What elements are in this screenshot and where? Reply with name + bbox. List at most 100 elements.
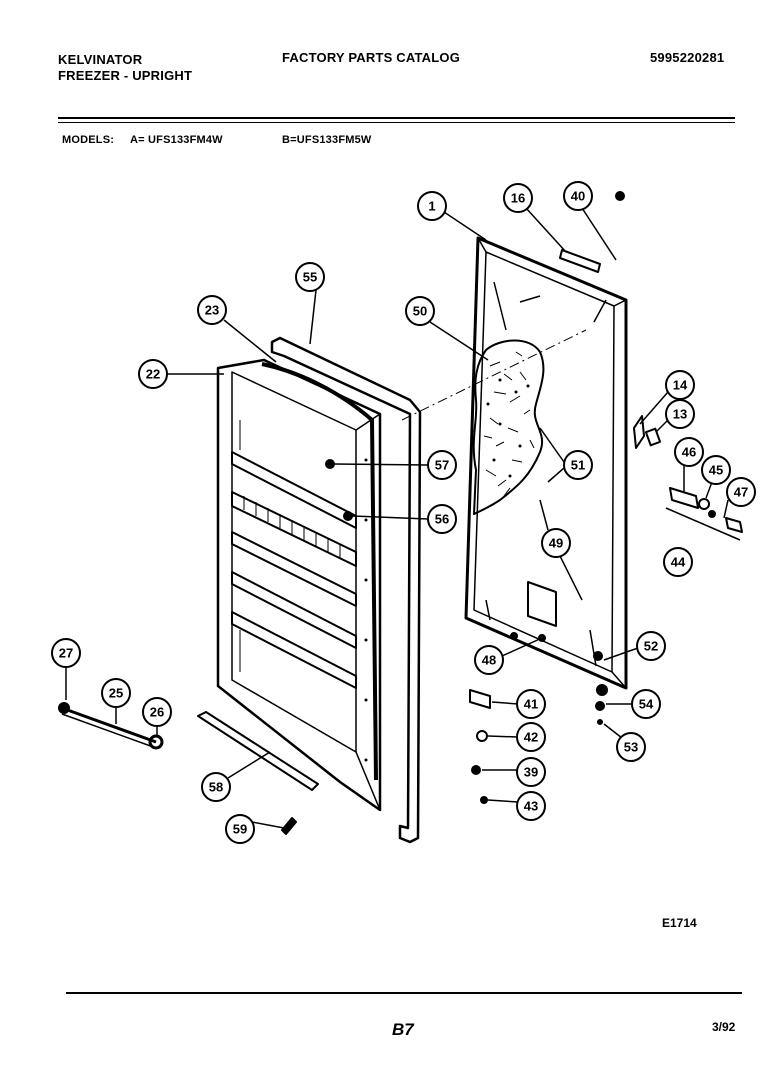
callout-circle bbox=[417, 191, 447, 221]
callout-number: 39 bbox=[524, 765, 538, 780]
header-rule-top bbox=[58, 117, 735, 119]
figure-code: E1714 bbox=[662, 916, 697, 930]
callout-40: 40 bbox=[563, 181, 593, 211]
insulation-block bbox=[472, 339, 545, 515]
callout-circle bbox=[563, 450, 593, 480]
callout-13: 13 bbox=[665, 399, 695, 429]
callout-46: 46 bbox=[674, 437, 704, 467]
callout-circle bbox=[665, 399, 695, 429]
callout-number: 14 bbox=[673, 378, 688, 393]
callout-number: 45 bbox=[709, 463, 723, 478]
callout-number: 49 bbox=[549, 536, 563, 551]
callout-circle bbox=[138, 359, 168, 389]
callout-circle bbox=[197, 295, 227, 325]
callout-49: 49 bbox=[541, 528, 571, 558]
callout-circle bbox=[405, 296, 435, 326]
callout-number: 41 bbox=[524, 697, 538, 712]
callout-number: 58 bbox=[209, 780, 223, 795]
callout-22: 22 bbox=[138, 359, 168, 389]
callout-14: 14 bbox=[665, 370, 695, 400]
callout-53: 53 bbox=[616, 732, 646, 762]
callout-42: 42 bbox=[516, 722, 546, 752]
callout-number: 46 bbox=[682, 445, 696, 460]
callout-number: 56 bbox=[435, 512, 449, 527]
catalog-number: 5995220281 bbox=[650, 50, 725, 65]
callout-number: 57 bbox=[435, 458, 449, 473]
callout-number: 59 bbox=[233, 822, 247, 837]
callout-circle bbox=[674, 437, 704, 467]
callout-number: 16 bbox=[511, 191, 525, 206]
callout-number: 26 bbox=[150, 705, 164, 720]
callout-47: 47 bbox=[726, 477, 756, 507]
callout-25: 25 bbox=[101, 678, 131, 708]
callout-circle bbox=[516, 689, 546, 719]
callout-circle bbox=[726, 477, 756, 507]
header-rule-bottom bbox=[58, 122, 735, 123]
callout-52: 52 bbox=[636, 631, 666, 661]
callout-circle bbox=[663, 547, 693, 577]
callout-circle bbox=[101, 678, 131, 708]
callout-number: 13 bbox=[673, 407, 687, 422]
outer-door-panel bbox=[464, 236, 628, 690]
callout-16: 16 bbox=[503, 183, 533, 213]
callout-circle bbox=[516, 722, 546, 752]
handle-bar bbox=[58, 702, 164, 750]
model-b: B=UFS133FM5W bbox=[282, 134, 372, 146]
callout-1: 1 bbox=[417, 191, 447, 221]
door-gasket bbox=[270, 336, 422, 844]
callout-50: 50 bbox=[405, 296, 435, 326]
callout-45: 45 bbox=[701, 455, 731, 485]
callout-circle bbox=[541, 528, 571, 558]
callout-number: 52 bbox=[644, 639, 658, 654]
callout-circle bbox=[51, 638, 81, 668]
callout-number: 47 bbox=[734, 485, 748, 500]
callout-circle bbox=[563, 181, 593, 211]
footer-rule bbox=[66, 992, 742, 994]
callout-48: 48 bbox=[474, 645, 504, 675]
callout-59: 59 bbox=[225, 814, 255, 844]
callout-54: 54 bbox=[631, 689, 661, 719]
revision-date: 3/92 bbox=[712, 1020, 736, 1034]
callout-39: 39 bbox=[516, 757, 546, 787]
callout-57: 57 bbox=[427, 450, 457, 480]
callout-55: 55 bbox=[295, 262, 325, 292]
callout-number: 22 bbox=[146, 367, 160, 382]
callout-circle bbox=[427, 504, 457, 534]
callout-23: 23 bbox=[197, 295, 227, 325]
callout-circle bbox=[516, 757, 546, 787]
callout-number: 40 bbox=[571, 189, 585, 204]
callout-58: 58 bbox=[201, 772, 231, 802]
alignment-line bbox=[401, 329, 587, 421]
callout-number: 25 bbox=[109, 686, 123, 701]
callout-number: 54 bbox=[639, 697, 654, 712]
callout-number: 44 bbox=[671, 555, 686, 570]
inner-door-liner bbox=[216, 358, 382, 812]
product-type: FREEZER - UPRIGHT bbox=[58, 68, 193, 83]
hinge-hardware-right bbox=[633, 415, 743, 541]
trim-strip bbox=[197, 711, 319, 791]
callout-41: 41 bbox=[516, 689, 546, 719]
callout-circle bbox=[631, 689, 661, 719]
model-a: A= UFS133FM4W bbox=[130, 134, 223, 146]
callout-circle bbox=[516, 791, 546, 821]
callout-number: 53 bbox=[624, 740, 638, 755]
catalog-title: FACTORY PARTS CATALOG bbox=[282, 50, 461, 65]
callout-number: 42 bbox=[524, 730, 538, 745]
leader-lines bbox=[65, 207, 729, 829]
callout-27: 27 bbox=[51, 638, 81, 668]
fasteners bbox=[281, 191, 625, 835]
callout-circle bbox=[427, 450, 457, 480]
callout-circle bbox=[636, 631, 666, 661]
callout-circle bbox=[503, 183, 533, 213]
callout-number: 23 bbox=[205, 303, 219, 318]
callout-circle bbox=[701, 455, 731, 485]
callout-number: 50 bbox=[413, 304, 427, 319]
callout-circle bbox=[142, 697, 172, 727]
callout-26: 26 bbox=[142, 697, 172, 727]
brand-name: KELVINATOR bbox=[58, 52, 143, 67]
callout-circle bbox=[474, 645, 504, 675]
callout-43: 43 bbox=[516, 791, 546, 821]
callout-number: 48 bbox=[482, 653, 496, 668]
models-label: MODELS: bbox=[62, 134, 115, 146]
